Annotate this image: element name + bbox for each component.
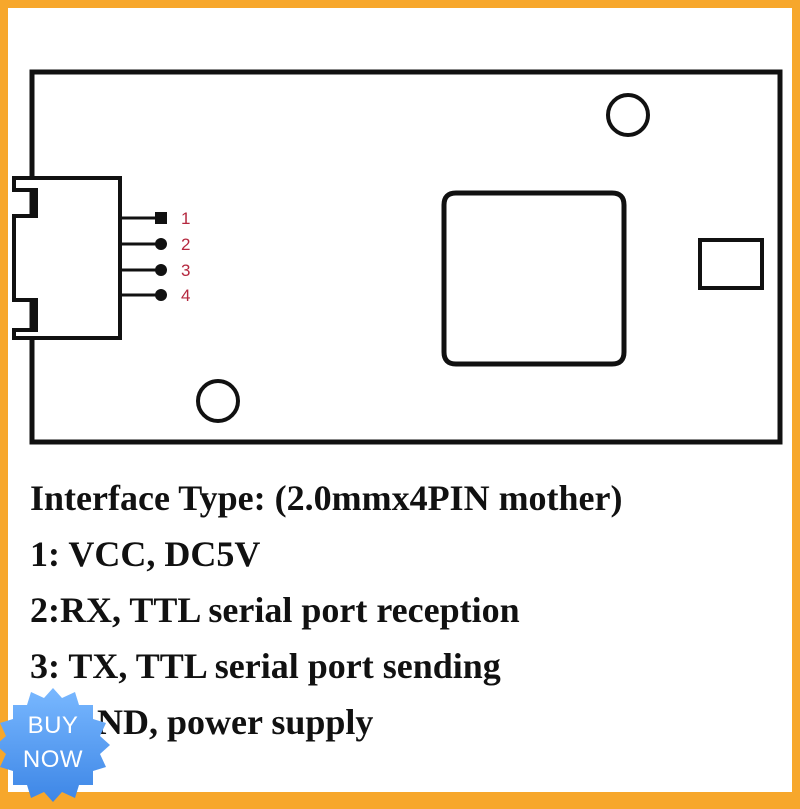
pin-2-label: 2 <box>181 235 190 254</box>
small-component <box>698 238 764 290</box>
pin-3-pad <box>155 264 167 276</box>
spec-line-pin-4: 4: GND, power supply <box>30 702 374 742</box>
spec-line-pin-2: 2:RX, TTL serial port reception <box>30 590 520 630</box>
buy-now-badge-shape <box>0 688 110 802</box>
mounting-hole-top <box>606 93 650 137</box>
spec-line-pin-3: 3: TX, TTL serial port sending <box>30 646 501 686</box>
pin-3-label: 3 <box>181 261 190 280</box>
pin-4-label: 4 <box>181 286 190 305</box>
main-chip <box>441 190 627 367</box>
interface-spec-text: Interface Type: (2.0mmx4PIN mother) 1: V… <box>30 470 790 750</box>
connector-housing <box>12 176 122 340</box>
spec-line-pin-1: 1: VCC, DC5V <box>30 534 261 574</box>
board-outline <box>29 69 783 445</box>
pin-1-label: 1 <box>181 209 190 228</box>
mounting-hole-bottom <box>196 379 240 423</box>
buy-now-badge[interactable]: BUY NOW <box>0 686 112 804</box>
spec-line-interface-type: Interface Type: (2.0mmx4PIN mother) <box>30 478 623 518</box>
pin-1-pad <box>155 212 167 224</box>
buy-now-line2: NOW <box>22 746 84 773</box>
pin-4-pad <box>155 289 167 301</box>
pin-2-pad <box>155 238 167 250</box>
buy-now-line1: BUY <box>27 712 79 739</box>
